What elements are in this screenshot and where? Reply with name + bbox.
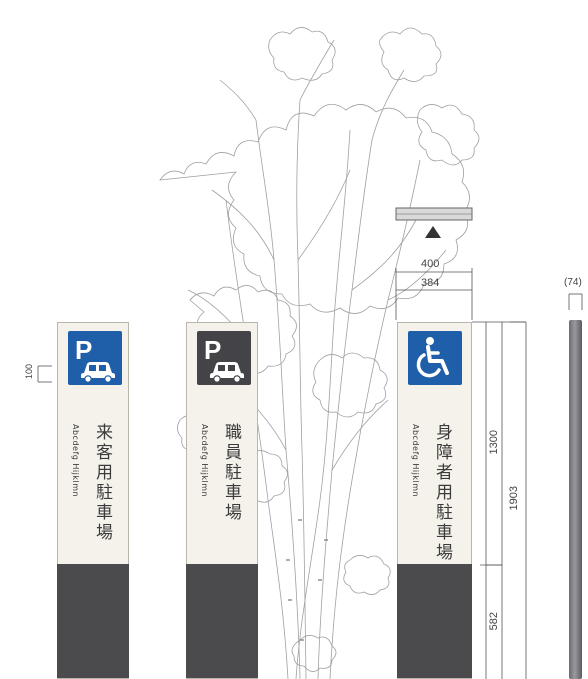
- sign-en-label: Abcdefg Hijklmn: [411, 424, 420, 498]
- sign-visitor-parking: P 来客用駐車場 Abcdefg Hijklmn: [57, 322, 129, 679]
- sign-en-label: Abcdefg Hijklmn: [71, 424, 80, 498]
- sign-en-label: Abcdefg Hijklmn: [200, 424, 209, 498]
- dim-width-inner: 384: [421, 277, 440, 289]
- sign-base: [57, 564, 129, 678]
- dim-base-height: 582: [488, 612, 500, 631]
- dim-width-outer: 400: [421, 258, 440, 270]
- dim-panel-height: 1300: [488, 430, 500, 455]
- parking-car-icon: P: [68, 331, 122, 385]
- sign-jp-label: 職員駐車場: [221, 423, 241, 523]
- sign-jp-label: 身障者用駐車場: [432, 423, 452, 563]
- dim-text-offset: 100: [24, 364, 34, 380]
- side-profile-post: [569, 320, 582, 679]
- sign-accessible-parking: 身障者用駐車場 Abcdefg Hijklmn: [397, 322, 472, 679]
- parking-car-icon: P: [197, 331, 251, 385]
- sign-base: [186, 564, 258, 678]
- sign-base: [397, 564, 472, 678]
- view-arrow-icon: [425, 226, 441, 238]
- svg-text:P: P: [204, 335, 221, 365]
- sign-jp-label: 来客用駐車場: [92, 423, 112, 543]
- wheelchair-icon: [408, 331, 462, 385]
- svg-text:P: P: [75, 335, 92, 365]
- sign-staff-parking: P 職員駐車場 Abcdefg Hijklmn: [186, 322, 258, 679]
- dim-total-height: 1903: [508, 486, 520, 511]
- dim-depth: (74): [564, 277, 582, 288]
